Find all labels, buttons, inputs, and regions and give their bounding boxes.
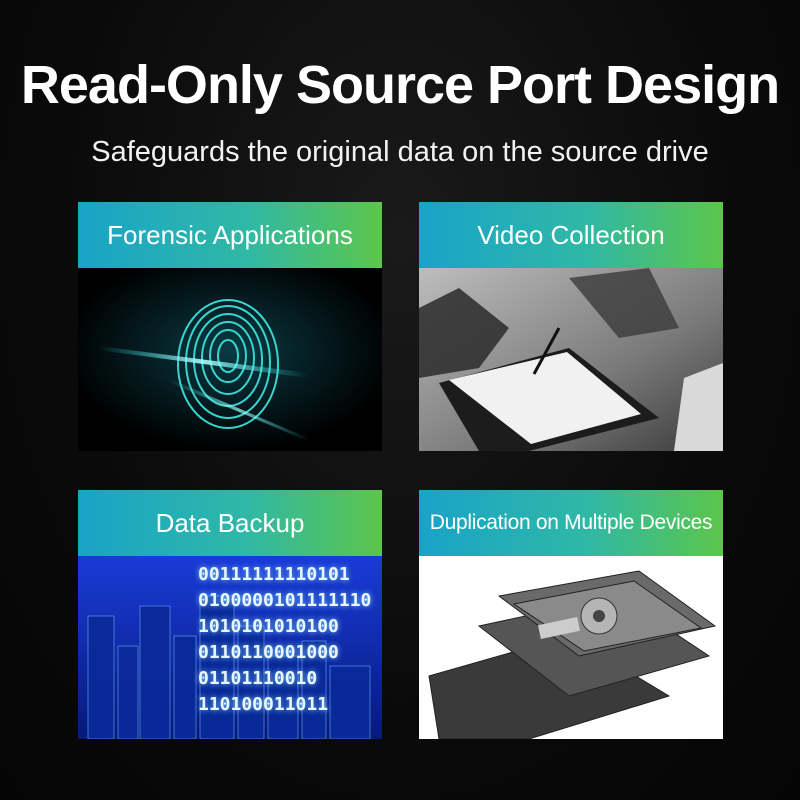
binary-overlay: 00111111110101 0100000101111110 10101010… xyxy=(198,564,372,715)
binary-city-image: 00111111110101 0100000101111110 10101010… xyxy=(78,556,382,739)
card-header: Duplication on Multiple Devices xyxy=(419,490,723,556)
card-forensic-applications: Forensic Applications xyxy=(78,202,382,451)
card-duplication-multiple-devices: Duplication on Multiple Devices xyxy=(419,490,723,739)
page-title: Read-Only Source Port Design xyxy=(20,55,780,115)
card-header: Video Collection xyxy=(419,202,723,268)
hard-drives-image xyxy=(419,556,723,739)
card-header: Data Backup xyxy=(78,490,382,556)
page-subtitle: Safeguards the original data on the sour… xyxy=(91,136,709,168)
signing-document-image xyxy=(419,268,723,451)
card-video-collection: Video Collection xyxy=(419,202,723,451)
fingerprint-scan-image xyxy=(78,268,382,451)
card-header: Forensic Applications xyxy=(78,202,382,268)
card-data-backup: Data Backup 00111111 xyxy=(78,490,382,739)
